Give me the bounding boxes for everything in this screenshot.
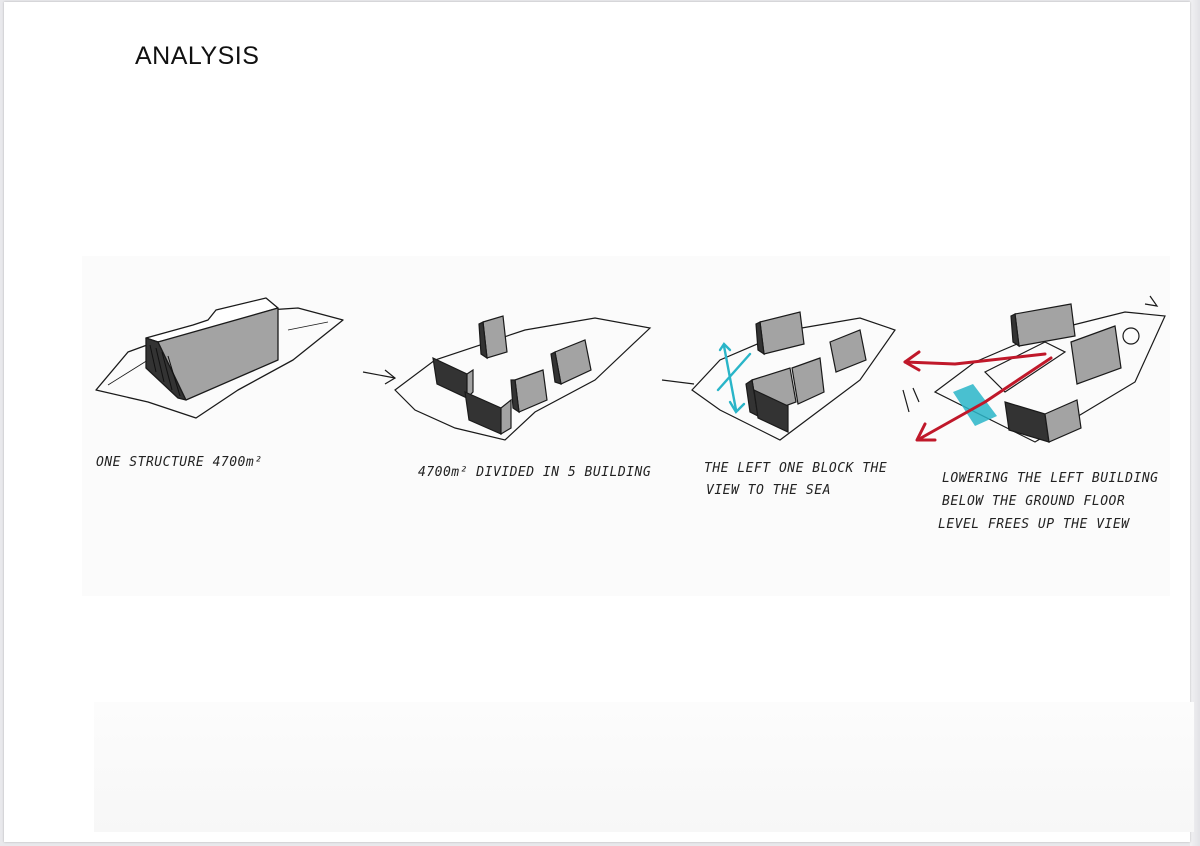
blank-strip [94,702,1194,832]
sketch-lowered-building [902,295,1166,443]
sketch-five-buildings [362,315,652,441]
caption-4-line-2: BELOW THE GROUND FLOOR [942,494,1126,509]
document-page: ANALYSIS [4,2,1194,842]
page-edge [1190,0,1200,846]
caption-3-line-2: VIEW TO THE SEA [706,483,831,498]
caption-2: 4700m² DIVIDED IN 5 BUILDING [418,465,652,480]
caption-3-line-1: THE LEFT ONE BLOCK THE [704,461,888,476]
sketch-one-structure [95,297,344,419]
caption-4-line-1: LOWERING THE LEFT BUILDING [942,471,1159,486]
sketch-blocked-view [661,311,896,441]
caption-1: ONE STRUCTURE 4700m² [96,455,263,470]
caption-4-line-3: LEVEL FREES UP THE VIEW [938,517,1130,532]
page-title: ANALYSIS [135,42,260,70]
lowered-building-highlight [953,384,997,426]
